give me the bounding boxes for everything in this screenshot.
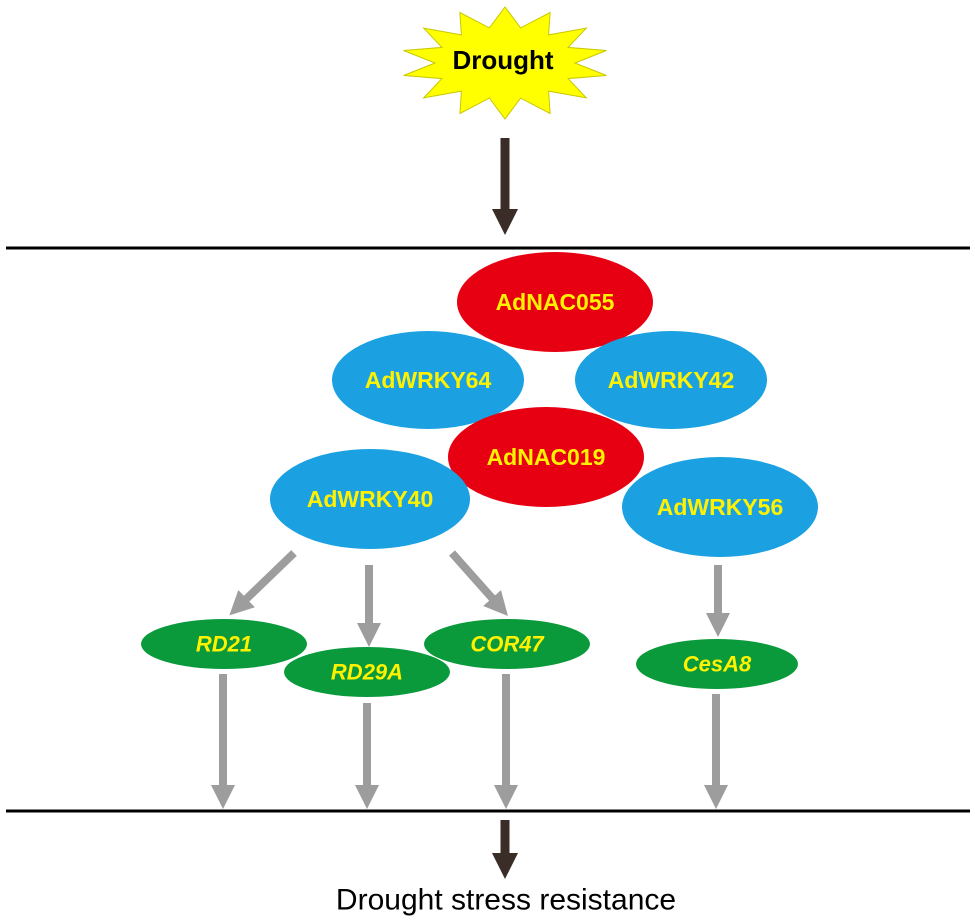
rd21-ellipse bbox=[141, 619, 307, 669]
node-adnac019: AdNAC019 bbox=[448, 407, 644, 507]
adwrky42-label: AdWRKY42 bbox=[608, 367, 735, 393]
adwrky40-ellipse bbox=[270, 449, 470, 549]
cor47-ellipse bbox=[424, 619, 590, 669]
adwrky64-label: AdWRKY64 bbox=[365, 367, 492, 393]
node-adwrky42: AdWRKY42 bbox=[575, 331, 767, 429]
rd29a-ellipse bbox=[284, 647, 450, 697]
drought-starburst-shape bbox=[403, 6, 607, 120]
adwrky56-label: AdWRKY56 bbox=[657, 494, 784, 520]
rd21-label: RD21 bbox=[196, 632, 252, 657]
outcome-label: Drought stress resistance bbox=[336, 884, 676, 917]
gene-rd21: RD21 bbox=[141, 619, 307, 669]
arrow-wrky40-rd21 bbox=[229, 550, 297, 616]
node-adnac055: AdNAC055 bbox=[457, 252, 653, 352]
adwrky40-label: AdWRKY40 bbox=[307, 486, 434, 512]
adnac019-ellipse bbox=[448, 407, 644, 507]
arrow-wrky40-cor47 bbox=[449, 550, 508, 616]
adnac055-ellipse bbox=[457, 252, 653, 352]
node-adwrky40: AdWRKY40 bbox=[270, 449, 470, 549]
adwrky56-ellipse bbox=[622, 457, 818, 557]
gene-cor47: COR47 bbox=[424, 619, 590, 669]
node-adwrky56: AdWRKY56 bbox=[622, 457, 818, 557]
rd29a-label: RD29A bbox=[331, 660, 403, 685]
cesa8-label: CesA8 bbox=[683, 652, 752, 677]
adnac019-label: AdNAC019 bbox=[487, 444, 606, 470]
gene-rd29a: RD29A bbox=[284, 647, 450, 697]
drought-stimulus: Drought bbox=[403, 6, 607, 120]
gene-cesa8: CesA8 bbox=[636, 639, 798, 689]
adwrky42-ellipse bbox=[575, 331, 767, 429]
cor47-label: COR47 bbox=[470, 632, 545, 657]
node-adwrky64: AdWRKY64 bbox=[332, 331, 524, 429]
cesa8-ellipse bbox=[636, 639, 798, 689]
drought-label: Drought bbox=[452, 45, 553, 75]
adwrky64-ellipse bbox=[332, 331, 524, 429]
adnac055-label: AdNAC055 bbox=[496, 289, 615, 315]
